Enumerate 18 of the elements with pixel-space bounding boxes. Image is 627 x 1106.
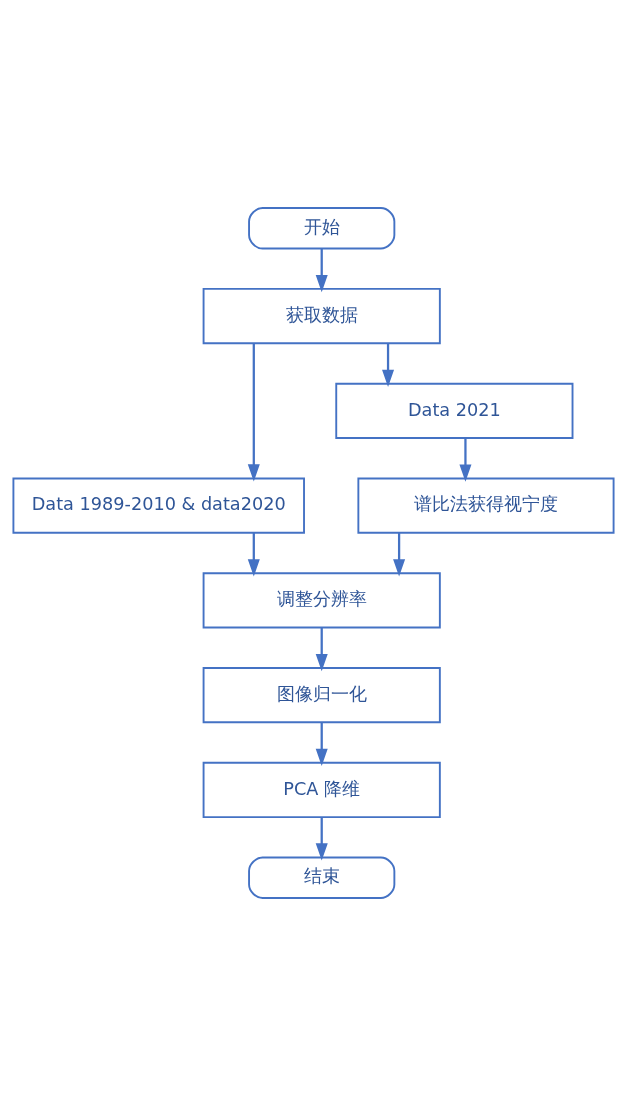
arrow — [247, 343, 260, 482]
arrow — [247, 533, 260, 577]
arrow — [315, 627, 328, 672]
node-box: 开始 — [248, 207, 396, 250]
node-box: Data 1989-2010 & data2020 — [12, 477, 305, 534]
node-box: PCA 降维 — [202, 761, 441, 819]
arrow — [315, 248, 328, 293]
node-box: Data 2021 — [335, 382, 574, 439]
arrow — [315, 722, 328, 766]
node-box: 谱比法获得视宁度 — [357, 477, 615, 534]
node-box: 图像归一化 — [202, 667, 441, 724]
node-box: 获取数据 — [202, 287, 441, 345]
arrow — [382, 343, 395, 387]
arrow — [315, 817, 328, 861]
node-box: 调整分辨率 — [202, 572, 441, 629]
node-box: 结束 — [248, 856, 396, 899]
arrow — [393, 533, 406, 577]
arrow — [459, 438, 472, 482]
